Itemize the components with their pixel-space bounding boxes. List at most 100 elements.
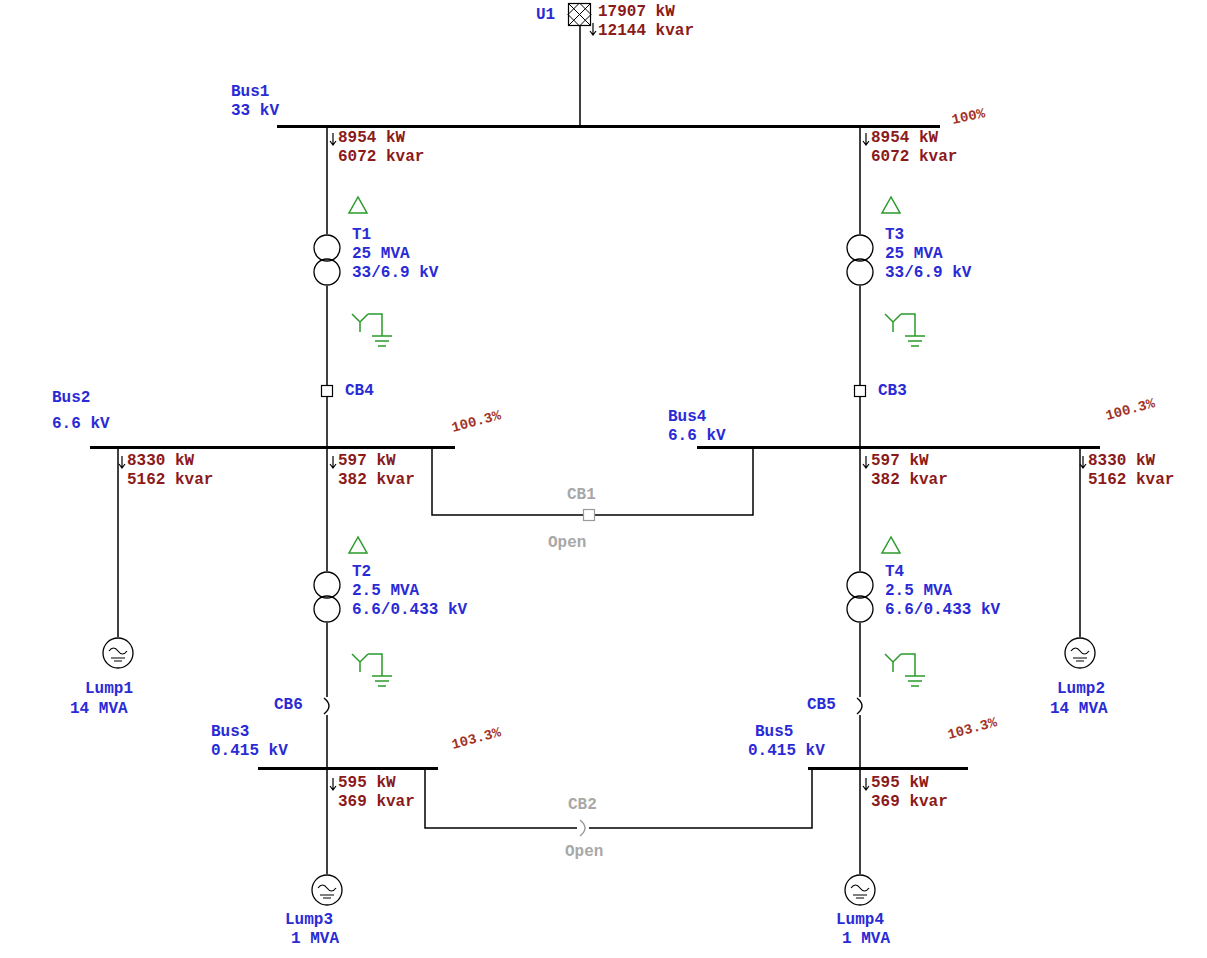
wire	[859, 770, 861, 874]
wye-ground-symbol	[885, 654, 925, 686]
power-flow-value: 8954 kW 6072 kvar	[871, 129, 962, 167]
transformer-name: T3	[885, 226, 904, 245]
wire	[859, 449, 861, 571]
wire	[326, 128, 328, 234]
breaker-state: Open	[548, 534, 586, 553]
power-flow-value: 597 kW 382 kvar	[871, 452, 953, 490]
bus-voltage: 0.415 kV	[211, 742, 288, 761]
wye-ground-symbol	[352, 654, 392, 686]
wire	[595, 449, 753, 515]
voltage-ratio: 33/6.9 kV	[885, 264, 971, 283]
load-drawing	[102, 637, 134, 669]
bus-name: Bus5	[755, 723, 793, 742]
sq-drawing	[854, 385, 866, 397]
voltage-ratio: 6.6/0.433 kV	[885, 601, 1000, 620]
lumped-load-symbol: Lump31 MVA	[311, 874, 343, 906]
transformer-symbol: T22.5 MVA6.6/0.433 kV	[313, 571, 341, 623]
flow-arrow	[1080, 456, 1086, 468]
breaker-name: CB5	[807, 696, 836, 715]
power-flow-value: 595 kW 369 kvar	[871, 774, 953, 812]
power-flow-value: 8954 kW 6072 kvar	[338, 129, 429, 167]
delta-symbol	[882, 537, 900, 553]
bus-bar: Bus26.6 kV	[90, 446, 455, 449]
flow-arrow	[119, 456, 125, 468]
power-flow-value: 597 kW 382 kvar	[338, 452, 420, 490]
bus-voltage: 6.6 kV	[668, 427, 726, 446]
wye-ground-symbols	[352, 314, 925, 686]
sqg-drawing	[583, 509, 595, 521]
breaker-name: CB4	[345, 382, 374, 401]
wye-ground-symbol	[885, 314, 925, 346]
transformer-name: T2	[352, 563, 371, 582]
tie-breaker-symbol: CB1Open	[583, 509, 595, 521]
transformer-name: T4	[885, 563, 904, 582]
flow-arrow	[863, 133, 869, 145]
lumped-load-symbol: Lump214 MVA	[1064, 637, 1096, 669]
tx-drawing	[313, 571, 341, 623]
load-drawing	[311, 874, 343, 906]
lv-drawing	[854, 697, 866, 715]
load-name: Lump4	[836, 911, 884, 930]
utility-source: U1	[568, 3, 591, 26]
flow-arrow	[863, 778, 869, 790]
bus-voltage-percent: 100.3%	[1104, 395, 1157, 424]
sq-drawing	[321, 385, 333, 397]
power-flow-value: 595 kW 369 kvar	[338, 774, 420, 812]
lvg-drawing	[577, 819, 589, 837]
wire	[859, 128, 861, 234]
transformer-rating: 25 MVA	[352, 245, 410, 264]
bus-name: Bus4	[668, 408, 706, 427]
wire	[326, 770, 328, 874]
power-flow-value: 17907 kW 12144 kvar	[598, 3, 699, 41]
breaker-name: CB2	[568, 796, 597, 815]
load-rating: 1 MVA	[842, 930, 890, 949]
tx-drawing	[846, 571, 874, 623]
wire	[326, 449, 328, 571]
wire	[326, 397, 328, 446]
transformer-rating: 25 MVA	[885, 245, 943, 264]
tx-drawing	[313, 234, 341, 286]
breaker-symbol: CB3	[854, 385, 866, 397]
delta-symbols	[349, 197, 900, 553]
transformer-rating: 2.5 MVA	[885, 582, 952, 601]
wire	[1079, 449, 1081, 637]
source-name: U1	[536, 6, 555, 25]
tie-breaker-symbol: CB2Open	[577, 819, 589, 837]
flow-arrow	[330, 456, 336, 468]
load-name: Lump2	[1057, 680, 1105, 699]
bus-voltage: 6.6 kV	[52, 415, 110, 434]
bus-name: Bus2	[52, 389, 90, 408]
wire	[326, 715, 328, 767]
wire	[425, 770, 577, 828]
wire	[859, 397, 861, 446]
transformer-rating: 2.5 MVA	[352, 582, 419, 601]
util-drawing	[568, 3, 591, 26]
flow-arrow	[330, 778, 336, 790]
bus-bar: Bus30.415 kV	[258, 767, 438, 770]
transformer-name: T1	[352, 226, 371, 245]
load-rating: 14 MVA	[1050, 700, 1108, 719]
lumped-load-symbol: Lump41 MVA	[844, 874, 876, 906]
breaker-name: CB3	[878, 382, 907, 401]
bus-voltage-percent: 100.3%	[450, 407, 503, 436]
load-name: Lump3	[285, 911, 333, 930]
bus-voltage: 33 kV	[231, 102, 279, 121]
bus-name: Bus1	[231, 83, 269, 102]
load-rating: 1 MVA	[291, 930, 339, 949]
wire	[326, 286, 328, 385]
wire	[589, 770, 812, 828]
bus-voltage-percent: 103.3%	[450, 724, 503, 753]
wire	[859, 286, 861, 385]
bus-bar: Bus50.415 kV	[808, 767, 968, 770]
bus-bar: Bus46.6 kV	[697, 446, 1100, 449]
transformer-symbol: T325 MVA33/6.9 kV	[846, 234, 874, 286]
lv-breaker-symbol: CB6	[321, 697, 333, 715]
bus-bar: Bus133 kV	[277, 125, 940, 128]
wire	[579, 26, 581, 125]
breaker-symbol: CB4	[321, 385, 333, 397]
lv-drawing	[321, 697, 333, 715]
wye-ground-symbol	[352, 314, 392, 346]
voltage-ratio: 6.6/0.433 kV	[352, 601, 467, 620]
load-drawing	[1064, 637, 1096, 669]
